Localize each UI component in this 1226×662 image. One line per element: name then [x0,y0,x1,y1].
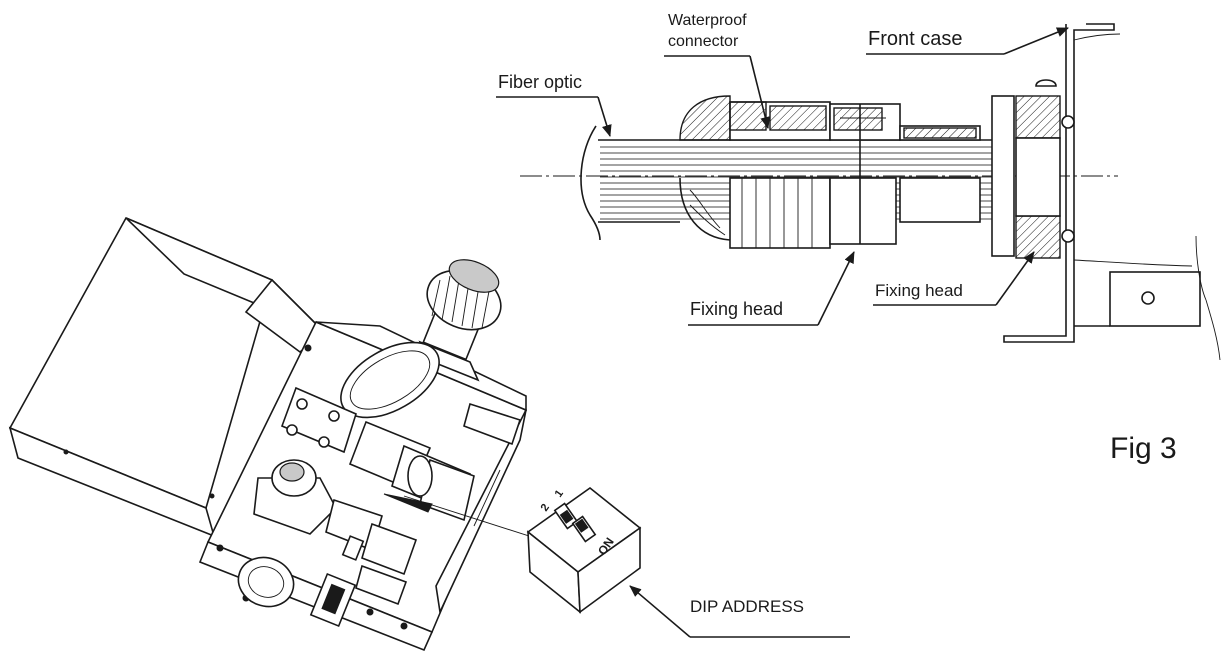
dip-switch: ON 1 2 [526,486,642,614]
front-case-label: Front case [868,28,962,50]
fixture-body [8,216,555,652]
waterproof-connector-label-line1: Waterproof [668,12,747,29]
fiber-optic-callout: Fiber optic [496,72,612,137]
waterproof-connector-callout: Waterproof connector [664,12,771,129]
dip-switch-num1-label: 1 [553,488,566,500]
gland-body [829,103,981,245]
figure-number-label: Fig 3 [1110,432,1177,465]
fiber-optic-label: Fiber optic [498,72,582,92]
dip-address-label: DIP ADDRESS [690,597,804,616]
connector-cross-section [520,23,1221,361]
front-case-panel [1003,23,1221,361]
front-case-callout: Front case [866,27,1069,55]
waterproof-connector-label-line2: connector [668,33,739,50]
lamp-assembly [253,455,475,606]
fixing-head-right-callout: Fixing head [873,251,1035,306]
front-controls [237,535,365,628]
hinged-lid [8,216,326,538]
fixing-head-left-label: Fixing head [690,299,783,319]
dip-switch-num2-label: 2 [539,502,552,514]
fixing-head-right-label: Fixing head [875,281,963,300]
panel-lock-nut [991,95,1061,259]
fixing-head-left-callout: Fixing head [688,251,855,326]
dip-address-callout: DIP ADDRESS [629,585,850,638]
